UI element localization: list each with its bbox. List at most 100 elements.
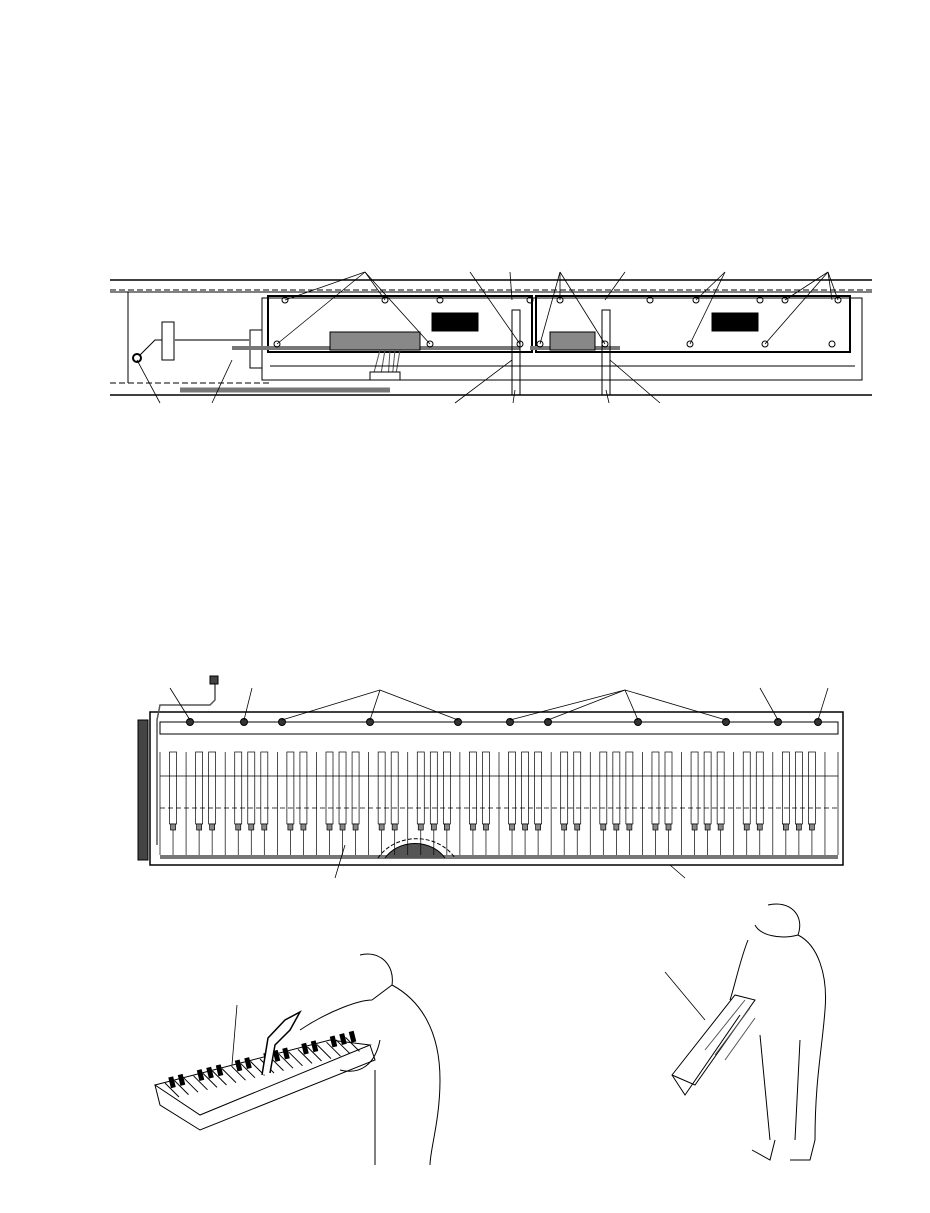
- key-stopper: [600, 823, 607, 831]
- screw: [544, 718, 552, 726]
- black-key: [168, 1076, 176, 1089]
- key-stopper: [743, 823, 750, 831]
- key-stopper: [652, 823, 659, 831]
- screw: [516, 340, 524, 348]
- key-stopper: [717, 823, 724, 831]
- key-line: [212, 1070, 227, 1086]
- black-key: [260, 751, 269, 825]
- screw: [601, 340, 609, 348]
- black-key: [177, 1073, 186, 1086]
- black-key: [215, 1064, 224, 1077]
- key-stopper: [561, 823, 568, 831]
- black-key: [338, 751, 347, 825]
- black-key: [234, 1059, 243, 1072]
- key-stopper: [248, 823, 255, 831]
- black-key: [299, 751, 308, 825]
- leader-line: [211, 359, 233, 404]
- black-key: [625, 751, 634, 825]
- key-line: [307, 1046, 322, 1062]
- leader-line: [605, 389, 610, 404]
- leader-line: [469, 271, 521, 345]
- key-stopper: [483, 823, 489, 831]
- screw: [506, 718, 514, 726]
- screw: [692, 296, 700, 304]
- screw: [834, 296, 842, 304]
- black-key: [390, 751, 399, 825]
- black-key: [348, 1030, 357, 1043]
- key-line: [164, 1082, 180, 1098]
- black-key: [482, 751, 490, 825]
- key-stopper: [691, 823, 698, 831]
- black-key: [469, 751, 477, 825]
- key-stopper: [300, 823, 307, 831]
- leader-line: [669, 864, 686, 879]
- screw: [686, 340, 694, 348]
- leader-line: [624, 689, 727, 721]
- black-key: [573, 751, 582, 825]
- key-line: [335, 1039, 351, 1055]
- screw: [634, 718, 642, 726]
- key-stopper: [443, 823, 450, 831]
- key-stopper: [509, 823, 515, 831]
- black-key: [560, 751, 569, 825]
- screw: [756, 296, 764, 304]
- screw: [381, 296, 389, 304]
- black-key: [247, 751, 256, 825]
- screw: [436, 296, 444, 304]
- leader-line: [454, 359, 513, 404]
- key-stopper: [339, 823, 346, 831]
- leader-line: [509, 689, 626, 721]
- screw: [828, 340, 836, 348]
- black-key: [301, 1042, 309, 1055]
- leader-line: [364, 271, 431, 345]
- leader-line: [827, 271, 839, 301]
- leader-line: [364, 271, 386, 301]
- leader-line: [817, 687, 829, 721]
- key-stopper: [796, 823, 802, 831]
- screw: [761, 340, 769, 348]
- leader-line: [624, 689, 639, 721]
- screw: [646, 296, 654, 304]
- key-stopper: [170, 823, 176, 831]
- black-key: [508, 751, 516, 825]
- leader-line: [784, 271, 829, 301]
- leader-line: [284, 271, 366, 301]
- key-line: [316, 1044, 332, 1059]
- key-stopper: [470, 823, 476, 831]
- black-key: [795, 751, 803, 825]
- leader-line: [695, 271, 726, 301]
- black-key: [310, 1040, 319, 1053]
- black-key: [377, 751, 386, 825]
- lift-arrow: [261, 1010, 302, 1076]
- key-line: [202, 1073, 218, 1088]
- screw: [186, 718, 194, 726]
- ic-chip-1: [431, 312, 479, 332]
- key-stopper: [665, 823, 672, 831]
- key-line: [278, 1053, 294, 1069]
- black-key: [755, 751, 764, 825]
- key-stopper: [535, 823, 541, 831]
- black-key: [651, 751, 660, 825]
- key-stopper: [235, 823, 242, 831]
- leader-line: [827, 271, 833, 301]
- black-key: [716, 751, 725, 825]
- black-key: [429, 751, 438, 825]
- black-key: [169, 751, 177, 825]
- key-stopper: [704, 823, 711, 831]
- black-key: [742, 751, 751, 825]
- key-stopper: [196, 823, 202, 831]
- leader-line: [509, 271, 513, 301]
- key-stopper: [391, 823, 398, 831]
- screw: [281, 296, 289, 304]
- leader-line: [243, 687, 253, 721]
- black-key: [351, 751, 360, 825]
- key-stopper: [326, 823, 333, 831]
- black-key: [781, 751, 790, 825]
- key-stopper: [209, 823, 216, 831]
- leader-line: [609, 359, 661, 404]
- black-key: [325, 751, 334, 825]
- leader-line: [604, 271, 626, 301]
- key-stopper: [378, 823, 385, 831]
- key-stopper: [626, 823, 633, 831]
